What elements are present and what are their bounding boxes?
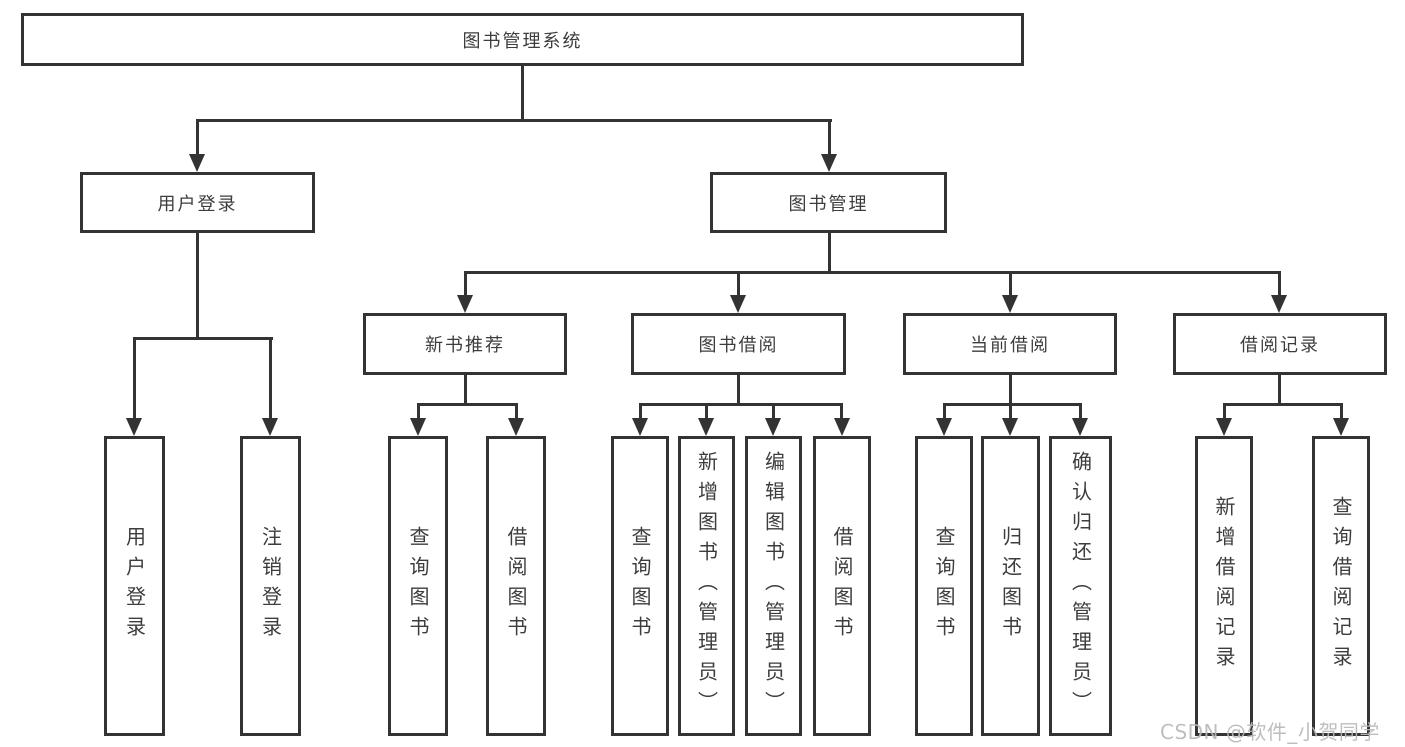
connector-drop bbox=[943, 403, 946, 419]
node-borrowing-records: 借阅记录 bbox=[1173, 313, 1387, 375]
connector-drop-leaf-user-login bbox=[133, 337, 136, 420]
connector-drop bbox=[840, 403, 843, 419]
leaf-query-borrow-record: 查询借阅记录 bbox=[1312, 436, 1370, 736]
leaf-label: 编辑图书（管理员） bbox=[761, 451, 786, 721]
leaf-return-books: 归还图书 bbox=[981, 436, 1040, 736]
leaf-label: 确认归还（管理员） bbox=[1068, 451, 1093, 721]
node-user-login: 用户登录 bbox=[80, 172, 315, 233]
arrow-down-icon bbox=[698, 418, 714, 436]
connector-drop-current-borrow bbox=[1009, 271, 1012, 297]
arrow-down-icon bbox=[632, 418, 648, 436]
connector-borrow-record-hbar bbox=[1223, 403, 1342, 406]
connector-current-borrow-hbar bbox=[943, 403, 1082, 406]
arrow-down-icon bbox=[126, 418, 142, 436]
connector-drop-book-management bbox=[828, 119, 831, 157]
leaf-label: 借阅图书 bbox=[504, 526, 528, 646]
arrow-down-icon bbox=[1333, 418, 1349, 436]
arrow-down-icon bbox=[821, 154, 837, 172]
leaf-borrow-books-1: 借阅图书 bbox=[486, 436, 546, 736]
node-new-book-recommend: 新书推荐 bbox=[363, 313, 567, 375]
connector-drop bbox=[705, 403, 708, 419]
leaf-label: 查询图书 bbox=[932, 526, 956, 646]
arrow-down-icon bbox=[1216, 418, 1232, 436]
connector-book-management-hbar bbox=[464, 271, 1281, 274]
connector-drop-user-login bbox=[196, 119, 199, 157]
connector-drop bbox=[1009, 403, 1012, 419]
node-library-management-system: 图书管理系统 bbox=[21, 13, 1024, 66]
arrow-down-icon bbox=[834, 418, 850, 436]
connector-drop bbox=[772, 403, 775, 419]
node-book-borrowing: 图书借阅 bbox=[631, 313, 846, 375]
leaf-query-books-2: 查询图书 bbox=[611, 436, 669, 736]
leaf-label: 查询借阅记录 bbox=[1329, 496, 1353, 676]
leaf-logout: 注销登录 bbox=[240, 436, 301, 736]
leaf-add-books-admin: 新增图书（管理员） bbox=[678, 436, 735, 736]
leaf-confirm-return-admin: 确认归还（管理员） bbox=[1049, 436, 1112, 736]
connector-drop bbox=[1223, 403, 1226, 419]
arrow-down-icon bbox=[508, 418, 524, 436]
arrow-down-icon bbox=[262, 418, 278, 436]
arrow-down-icon bbox=[1271, 295, 1287, 313]
arrow-down-icon bbox=[457, 295, 473, 313]
arrow-down-icon bbox=[410, 418, 426, 436]
connector-current-borrow-stem bbox=[1009, 375, 1012, 406]
leaf-label: 查询图书 bbox=[406, 526, 430, 646]
connector-drop bbox=[639, 403, 642, 419]
connector-new-book-stem bbox=[464, 375, 467, 406]
connector-root-hbar bbox=[196, 119, 832, 122]
connector-drop bbox=[1340, 403, 1343, 419]
arrow-down-icon bbox=[1002, 295, 1018, 313]
connector-root-stem bbox=[521, 66, 524, 122]
leaf-query-books-1: 查询图书 bbox=[388, 436, 448, 736]
connector-book-borrow-stem bbox=[737, 375, 740, 406]
connector-book-management-stem bbox=[828, 233, 831, 274]
leaf-label: 新增图书（管理员） bbox=[694, 451, 719, 721]
leaf-label: 查询图书 bbox=[628, 526, 652, 646]
node-book-management: 图书管理 bbox=[710, 172, 947, 233]
connector-borrow-record-stem bbox=[1278, 375, 1281, 406]
connector-new-book-hbar bbox=[417, 403, 518, 406]
connector-drop bbox=[515, 403, 518, 419]
arrow-down-icon bbox=[189, 154, 205, 172]
arrow-down-icon bbox=[1002, 418, 1018, 436]
leaf-user-login: 用户登录 bbox=[104, 436, 165, 736]
leaf-borrow-books-2: 借阅图书 bbox=[813, 436, 871, 736]
connector-book-borrow-hbar bbox=[639, 403, 842, 406]
leaf-add-borrow-record: 新增借阅记录 bbox=[1195, 436, 1253, 736]
leaf-query-books-3: 查询图书 bbox=[915, 436, 973, 736]
connector-drop-new-book bbox=[464, 271, 467, 297]
leaf-label: 新增借阅记录 bbox=[1212, 496, 1236, 676]
connector-drop-borrow-record bbox=[1278, 271, 1281, 297]
node-current-borrowing: 当前借阅 bbox=[903, 313, 1117, 375]
connector-drop-book-borrow bbox=[737, 271, 740, 297]
connector-user-login-stem bbox=[196, 233, 199, 340]
leaf-label: 借阅图书 bbox=[830, 526, 854, 646]
leaf-label: 用户登录 bbox=[122, 526, 147, 646]
arrow-down-icon bbox=[730, 295, 746, 313]
leaf-label: 归还图书 bbox=[998, 526, 1023, 646]
leaf-edit-books-admin: 编辑图书（管理员） bbox=[745, 436, 802, 736]
connector-drop bbox=[417, 403, 420, 419]
connector-user-login-hbar bbox=[133, 337, 273, 340]
arrow-down-icon bbox=[1072, 418, 1088, 436]
arrow-down-icon bbox=[936, 418, 952, 436]
arrow-down-icon bbox=[765, 418, 781, 436]
leaf-label: 注销登录 bbox=[258, 526, 283, 646]
connector-drop bbox=[1079, 403, 1082, 419]
connector-drop-leaf-logout bbox=[269, 337, 272, 420]
csdn-watermark: CSDN @软件_小贺同学 bbox=[1160, 720, 1380, 744]
